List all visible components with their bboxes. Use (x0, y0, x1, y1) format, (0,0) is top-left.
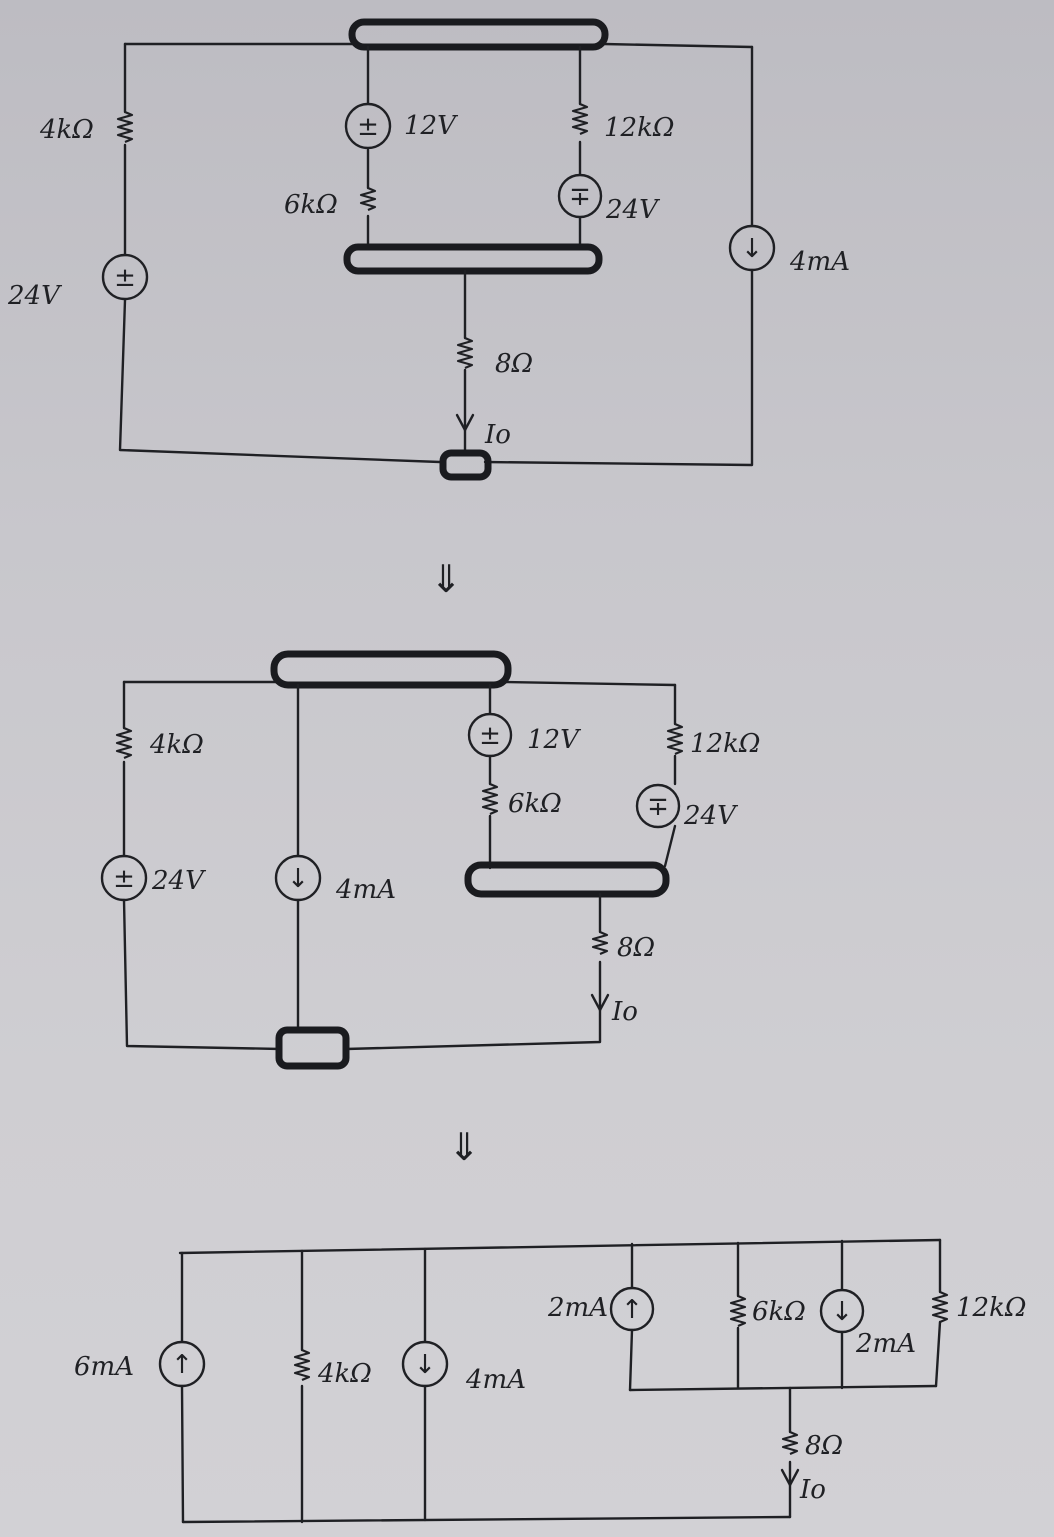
c3-6k-label: 6kΩ (752, 1297, 806, 1327)
c3-2ma-b-source (819, 1288, 865, 1334)
c2-mid-source-label: 12V (527, 725, 581, 755)
c3-12k-label: 12kΩ (956, 1293, 1026, 1323)
c3-6ma-glyph: ↑ (171, 1350, 193, 1380)
circuit-2: ± 4kΩ 24V ↓ 4mA ± 12V 6kΩ ∓ 12kΩ 24V 8Ω … (100, 650, 760, 1070)
c3-4ma-label: 4mA (465, 1365, 526, 1395)
c3-12k-wire (934, 1238, 942, 1388)
c1-mid-source-glyph: ± (357, 112, 379, 142)
transform-arrow-2: ⇓ (448, 1125, 480, 1169)
c3-2ma-a-label: 2mA (547, 1293, 608, 1323)
c2-left-voltage-source (100, 854, 148, 902)
c1-right-voltage-source (557, 173, 603, 219)
c2-mid-source-glyph: ± (479, 721, 501, 751)
c2-left-wire (122, 680, 283, 1051)
c2-left-resistor (115, 726, 133, 760)
c1-isrc-label: 4mA (789, 247, 850, 277)
c1-isrc-glyph: ↓ (741, 234, 763, 264)
c3-top-wire (178, 1238, 942, 1255)
c2-bottom-node (275, 1026, 350, 1070)
c1-left-resistor-label: 4kΩ (39, 115, 94, 145)
c1-current-source (728, 224, 776, 272)
c3-6ma-source (158, 1340, 206, 1388)
c3-6ma-wire (180, 1251, 185, 1524)
c3-2ma-a-wire (628, 1242, 634, 1392)
c3-4k-label: 4kΩ (317, 1359, 372, 1389)
c2-right-source-label: 24V (683, 801, 738, 831)
c3-2ma-b-glyph: ↓ (831, 1297, 853, 1327)
c1-right-resistor-label: 12kΩ (604, 113, 674, 143)
transform-arrow-1: ⇓ (430, 557, 462, 601)
c2-current-label: Io (611, 997, 638, 1027)
c2-load-label: 8Ω (617, 933, 655, 963)
c2-right-voltage-source (635, 783, 681, 829)
c2-mid-voltage-source (467, 712, 513, 758)
c2-current-source (274, 854, 322, 902)
c3-current-label: Io (799, 1475, 826, 1505)
c1-load-resistor (456, 336, 474, 370)
c3-4k-resistor (293, 1348, 311, 1382)
c3-io-arrow (780, 1468, 800, 1487)
c1-left-source-label: 24V (7, 281, 62, 311)
c2-load-resistor (591, 930, 609, 956)
circuit-3: ↑ 6mA 4kΩ ↓ 4mA ↑ 2mA 6kΩ ↓ 2mA 12kΩ 8Ω … (74, 1238, 1026, 1524)
c1-mid-voltage-source (344, 102, 392, 150)
c1-left-voltage-source (101, 253, 149, 301)
c2-left-resistor-label: 4kΩ (149, 730, 204, 760)
c3-2ma-a-glyph: ↑ (621, 1295, 643, 1325)
c1-left-resistor (116, 110, 134, 144)
c3-4ma-glyph: ↓ (414, 1350, 436, 1380)
c1-current-label: Io (484, 420, 511, 450)
c3-load-resistor (781, 1430, 799, 1456)
c1-mid-resistor-label: 6kΩ (284, 190, 338, 220)
c1-right-source-label: 24V (605, 195, 660, 225)
c2-isrc-label: 4mA (335, 875, 396, 905)
c2-mid-resistor (481, 782, 499, 816)
c1-right-resistor (571, 102, 589, 136)
c3-6k-resistor (729, 1294, 747, 1328)
c2-right-source-glyph: ∓ (647, 792, 669, 822)
circuit-1: ± 4kΩ 24V ± 12V 6kΩ ∓ 12kΩ 24V ↓ 4mA 8Ω … (7, 18, 850, 481)
c2-right-resistor (666, 722, 684, 756)
c3-6ma-label: 6mA (74, 1352, 134, 1382)
c1-top-node (348, 18, 609, 51)
c3-12k-resistor (931, 1290, 949, 1324)
c2-io-arrow (590, 993, 610, 1012)
c3-load-label: 8Ω (805, 1431, 843, 1461)
c2-right-wire (663, 683, 677, 868)
c3-4ma-source (401, 1340, 449, 1388)
c1-left-wire (118, 42, 442, 464)
c3-sub-bottom-wire (628, 1384, 938, 1392)
c1-top-wire (123, 42, 754, 49)
c2-left-source-label: 24V (151, 866, 206, 896)
c2-top-node (270, 650, 512, 689)
c1-mid-node (343, 243, 603, 275)
c3-2ma-b-label: 2mA (855, 1329, 916, 1359)
c2-isrc-glyph: ↓ (287, 864, 309, 894)
c2-mid-node (464, 861, 670, 898)
c1-left-source-glyph: ± (114, 263, 136, 293)
c2-top-wire (122, 680, 677, 687)
c1-io-arrow (455, 413, 475, 432)
c2-left-source-glyph: ± (113, 864, 135, 894)
c1-bottom-node (439, 449, 492, 481)
c1-isrc-wire (483, 45, 754, 467)
c1-mid-resistor (359, 186, 377, 212)
c2-mid-resistor-label: 6kΩ (508, 789, 562, 819)
c2-right-resistor-label: 12kΩ (690, 729, 760, 759)
c3-bottom-wire (181, 1515, 792, 1524)
c3-2ma-a-source (609, 1286, 655, 1332)
c1-load-label: 8Ω (495, 349, 533, 379)
c1-right-source-glyph: ∓ (569, 182, 591, 212)
c1-mid-source-label: 12V (404, 111, 458, 141)
c2-load-wire (344, 892, 602, 1051)
